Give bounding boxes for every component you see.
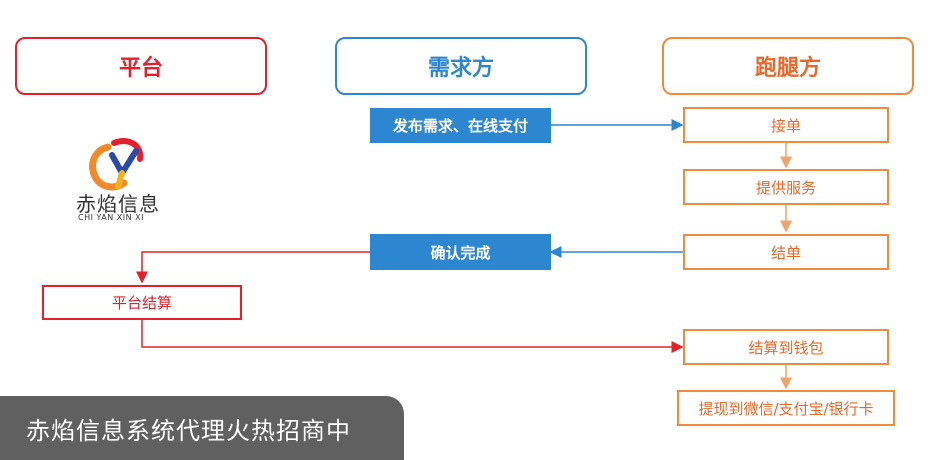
- step-provide: 提供服务: [683, 169, 889, 205]
- runner-header: 跑腿方: [662, 37, 914, 95]
- recruit-banner: 赤焰信息系统代理火热招商中: [0, 396, 404, 460]
- arrow-settle-to-wallet: [141, 320, 684, 353]
- logo-pinyin: CHI YAN XIN XI: [78, 213, 144, 222]
- arrow-confirm-to-settle: [136, 251, 370, 284]
- demand-header: 需求方: [335, 37, 587, 95]
- step-wallet: 结算到钱包: [683, 329, 889, 365]
- step-publish: 发布需求、在线支付: [370, 108, 551, 143]
- step-settle: 平台结算: [42, 285, 242, 320]
- platform-header: 平台: [15, 37, 267, 95]
- logo-icon: [89, 138, 144, 191]
- step-confirm: 确认完成: [370, 234, 551, 270]
- step-withdraw: 提现到微信/支付宝/银行卡: [677, 390, 895, 426]
- step-accept: 接单: [683, 107, 889, 143]
- logo-name: 赤焰信息: [76, 192, 160, 216]
- step-finish: 结单: [683, 234, 889, 270]
